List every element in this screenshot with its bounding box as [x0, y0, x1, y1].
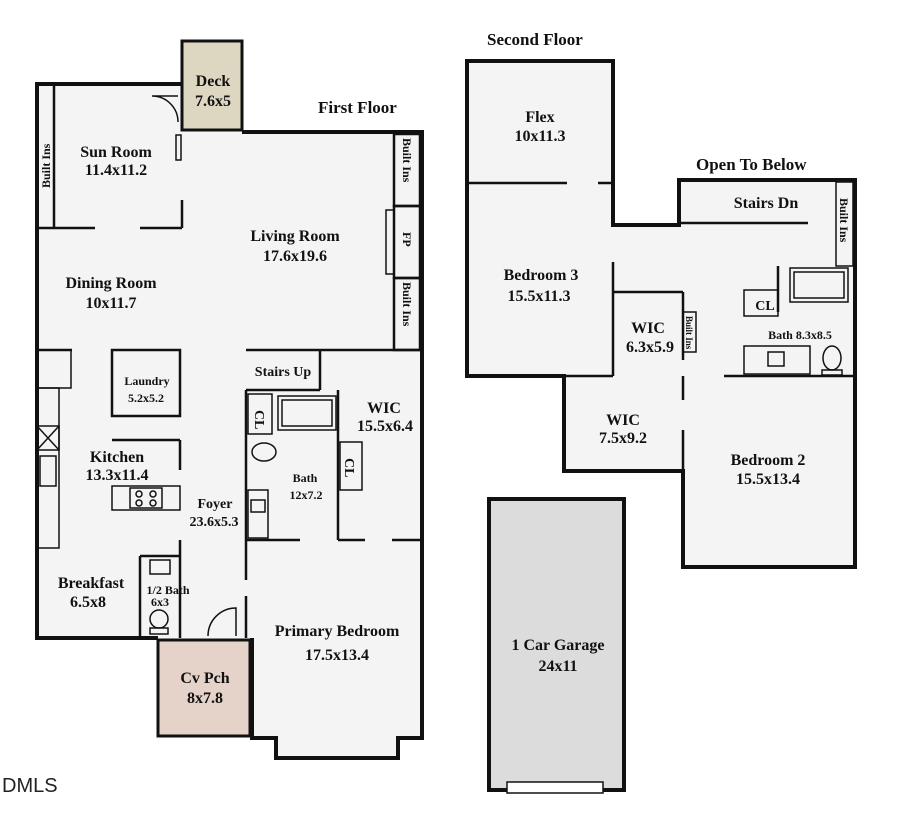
bath-sink [250, 499, 266, 513]
deck-door-swing [151, 95, 179, 123]
wic-b-label: WIC [606, 412, 640, 429]
dining-room-size: 10x11.7 [85, 295, 136, 312]
first-floor-title: First Floor [318, 98, 397, 117]
open-to-below-label: Open To Below [696, 155, 807, 174]
bedroom3-label: Bedroom 3 [504, 267, 579, 284]
closet-box [247, 393, 273, 435]
bedroom2-size: 15.5x13.4 [736, 471, 800, 488]
kitchen-counter-left [36, 387, 60, 549]
bedroom3-size: 15.5x11.3 [507, 288, 570, 305]
bath2-vanity [743, 345, 811, 375]
wic-size: 15.5x6.4 [357, 418, 413, 435]
flex-size: 10x11.3 [514, 128, 565, 145]
built-ins-lower-label: Built Ins [400, 282, 414, 327]
sun-room-size: 11.4x11.2 [85, 162, 147, 179]
porch-area [156, 638, 252, 738]
dining-room-label: Dining Room [65, 275, 157, 292]
bath2-tub-inner [793, 271, 845, 299]
porch-size: 8x7.8 [187, 690, 223, 707]
burner [135, 490, 143, 498]
foyer-size: 23.6x5.3 [190, 515, 239, 530]
fireplace-label: FP [400, 232, 414, 247]
first-floor: First Floor Deck 7.6x5 Sun Room 11.4x11.… [35, 39, 424, 760]
bathtub [277, 395, 337, 431]
second-floor: Second Floor Open To Below Flex 10x11.3 … [465, 30, 857, 569]
primary-bedroom-label: Primary Bedroom [275, 623, 400, 640]
breakfast-size: 6.5x8 [70, 594, 106, 611]
built-ins-small-label: Built Ins [684, 316, 694, 350]
dishwasher-x [36, 425, 60, 451]
bath-size: 12x7.2 [290, 488, 323, 502]
garage-size: 24x11 [538, 658, 577, 675]
foyer-label: Foyer [198, 497, 233, 512]
half-bath-size: 6x3 [151, 595, 169, 609]
sun-room-label: Sun Room [80, 144, 152, 161]
sun-room-window [175, 134, 182, 161]
kitchen-label: Kitchen [90, 449, 144, 466]
deck-label: Deck [196, 73, 231, 90]
half-bath-tank [149, 627, 169, 635]
laundry-size: 5.2x5.2 [128, 391, 164, 405]
closet-label-1: CL [251, 410, 266, 429]
wic-a-label: WIC [631, 320, 665, 337]
deck-area [180, 39, 244, 132]
kitchen-size: 13.3x11.4 [85, 467, 148, 484]
garage-label: 1 Car Garage [511, 637, 604, 654]
kitchen-sink [39, 455, 57, 487]
garage: 1 Car Garage 24x11 [487, 497, 626, 794]
bath2-sink [767, 351, 785, 367]
porch-label: Cv Pch [180, 670, 229, 687]
second-floor-title: Second Floor [487, 30, 583, 49]
built-ins-left-label: Built Ins [39, 143, 53, 188]
stairs-dn-label: Stairs Dn [734, 195, 799, 212]
bath2-toilet-tank [821, 369, 843, 376]
burner [135, 499, 143, 507]
built-ins-label: Built Ins [837, 198, 851, 243]
built-ins-small-box [682, 311, 697, 353]
front-door-swing [207, 607, 237, 637]
bath-toilet [251, 442, 277, 462]
closet-label-2: CL [341, 458, 356, 477]
first-floor-area [37, 84, 422, 758]
burner [149, 499, 157, 507]
wic-label: WIC [367, 400, 401, 417]
living-room-size: 17.6x19.6 [263, 248, 327, 265]
flex-label: Flex [525, 109, 554, 126]
bath2-closet [743, 289, 779, 317]
half-bath-label: 1/2 Bath [146, 583, 189, 597]
garage-door [506, 781, 604, 794]
living-room-label: Living Room [250, 228, 340, 245]
fireplace-hearth [385, 209, 395, 275]
half-bath-sink [149, 559, 171, 575]
kitchen-island [111, 485, 181, 511]
bath2-tub [789, 267, 849, 303]
deck-size: 7.6x5 [195, 93, 231, 110]
bath2-label: Bath 8.3x8.5 [768, 328, 832, 342]
bedroom2-label: Bedroom 2 [731, 452, 806, 469]
burner [149, 490, 157, 498]
built-ins-box [835, 181, 854, 267]
breakfast-label: Breakfast [58, 575, 125, 592]
dmls-watermark: DMLS [2, 775, 58, 797]
wic-b-size: 7.5x9.2 [599, 430, 647, 447]
wic-a-size: 6.3x5.9 [626, 339, 674, 356]
laundry-label: Laundry [124, 374, 169, 388]
dishwasher [36, 425, 60, 451]
bath-label: Bath [293, 471, 318, 485]
cl-label: CL [755, 299, 774, 314]
closet-box-2 [339, 441, 363, 491]
stairs-up-label: Stairs Up [255, 365, 312, 380]
bath-vanity [247, 489, 269, 539]
primary-bedroom-size: 17.5x13.4 [305, 647, 369, 664]
built-ins-top-label: Built Ins [400, 138, 414, 183]
cooktop [129, 487, 163, 509]
bathtub-inner [281, 399, 333, 427]
laundry-walls [110, 348, 182, 418]
